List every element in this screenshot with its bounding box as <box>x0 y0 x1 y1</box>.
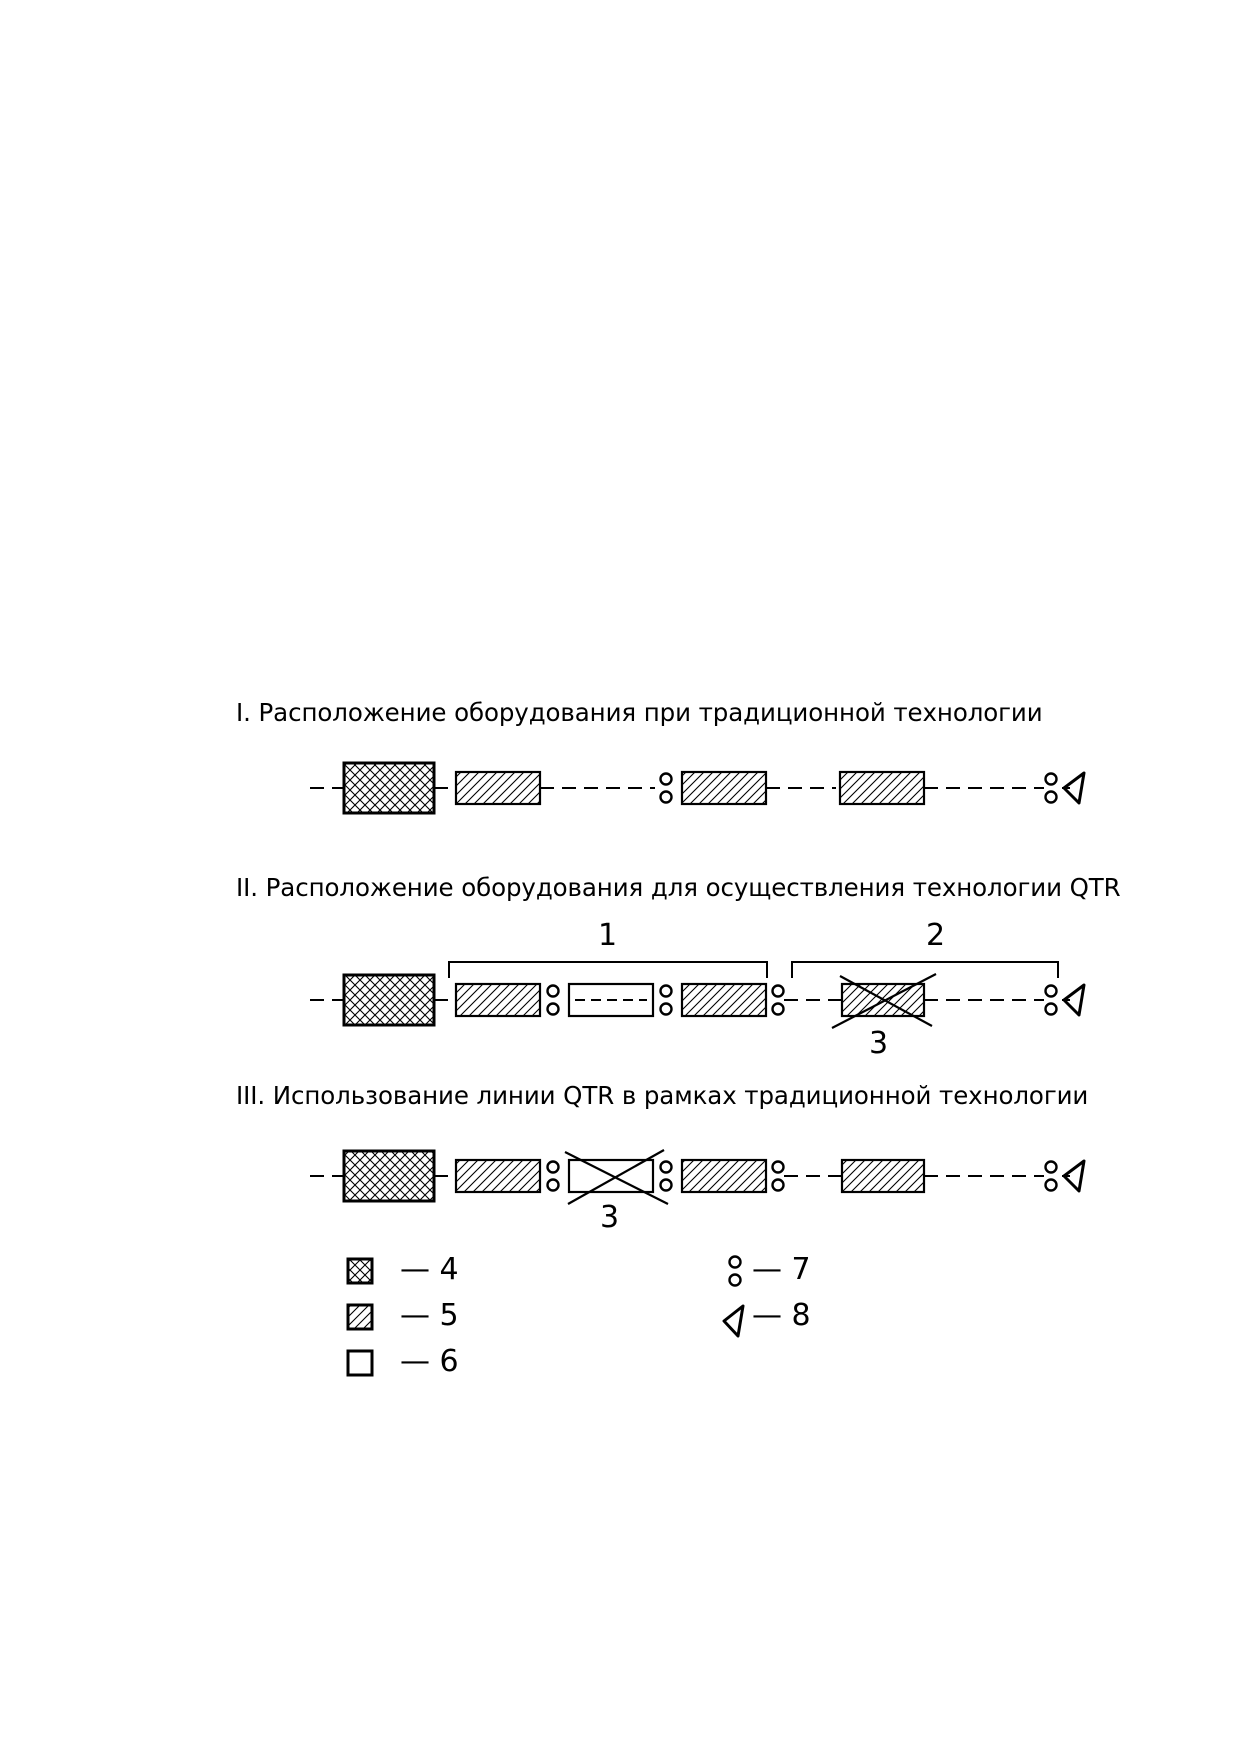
legend-diagonal-symbol <box>346 1303 374 1331</box>
diagonal-block <box>680 770 768 806</box>
cross-mark <box>831 973 937 1029</box>
double-circle-icon <box>659 772 673 804</box>
legend-label-4: — 4 <box>400 1252 459 1287</box>
row-1-layout <box>310 761 1086 815</box>
flag-icon <box>1062 1159 1086 1193</box>
section-title-3: III. Использование линии QTR в рамках тр… <box>236 1081 1089 1110</box>
double-circle-icon <box>1044 1160 1058 1192</box>
double-circle-icon <box>771 1160 785 1192</box>
section-title-2: II. Расположение оборудования для осущес… <box>236 873 1121 902</box>
bracket-1 <box>448 961 768 978</box>
legend-empty-symbol <box>346 1349 374 1377</box>
legend-label-8: — 8 <box>752 1298 811 1333</box>
section-title-1: I. Расположение оборудования при традици… <box>236 698 1043 727</box>
row-2-layout <box>310 961 1086 1029</box>
double-circle-icon <box>771 984 785 1016</box>
legend-label-6: — 6 <box>400 1344 459 1379</box>
bracket-label-1: 1 <box>598 918 618 953</box>
crosshatch-block <box>342 761 436 815</box>
diagonal-block <box>454 770 542 806</box>
legend-crosshatch-symbol <box>346 1257 374 1285</box>
legend-label-7: — 7 <box>752 1252 811 1287</box>
double-circle-icon <box>1044 984 1058 1016</box>
double-circle-icon <box>546 1160 560 1192</box>
double-circle-icon <box>1044 772 1058 804</box>
bracket-label-2: 2 <box>926 918 946 953</box>
diagonal-block <box>838 770 926 806</box>
cross-label-row2: 3 <box>869 1026 889 1061</box>
bracket-2 <box>791 961 1059 978</box>
legend <box>346 1255 745 1377</box>
crosshatch-block <box>342 1149 436 1203</box>
row-3-layout <box>310 1149 1086 1205</box>
cross-label-row3: 3 <box>600 1200 620 1235</box>
diagonal-block <box>680 1158 768 1194</box>
flag-icon <box>1062 983 1086 1017</box>
cross-mark <box>564 1149 669 1205</box>
double-circle-icon <box>659 984 673 1016</box>
legend-flag-icon <box>722 1304 745 1338</box>
double-circle-icon <box>659 1160 673 1192</box>
legend-double-circle-icon <box>728 1255 742 1287</box>
legend-label-5: — 5 <box>400 1298 459 1333</box>
crosshatch-block <box>342 973 436 1027</box>
double-circle-icon <box>546 984 560 1016</box>
diagonal-block <box>840 1158 926 1194</box>
flag-icon <box>1062 771 1086 805</box>
diagonal-block <box>680 982 768 1018</box>
diagonal-block <box>454 1158 542 1194</box>
diagonal-block <box>454 982 542 1018</box>
